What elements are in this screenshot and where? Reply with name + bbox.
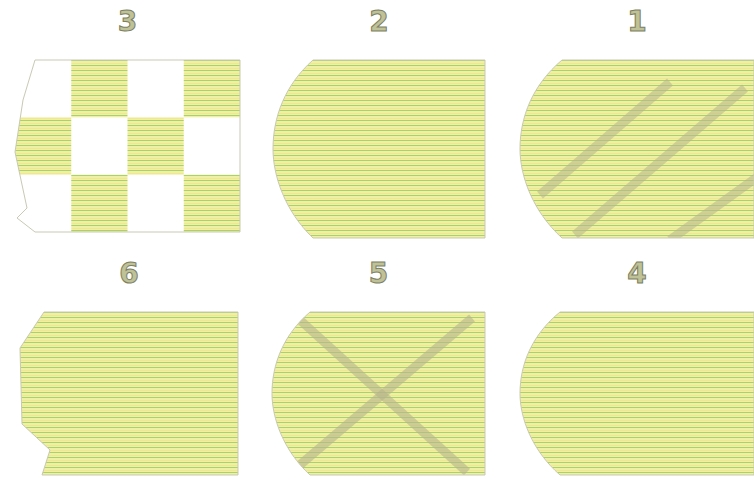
- flag-outline: [520, 60, 754, 238]
- flag-shape: 5: [272, 312, 485, 475]
- flag-shape: 6: [20, 312, 238, 475]
- flag-outline: [273, 60, 485, 238]
- diagonal-stripe: [670, 175, 754, 240]
- diagonal-stripe: [540, 82, 670, 195]
- flag-outline: [272, 312, 485, 475]
- flag-outline: [520, 312, 754, 475]
- flag-shape: 2: [273, 60, 485, 238]
- flag-number: 5: [369, 257, 388, 291]
- flag-number: 1: [627, 5, 646, 39]
- flag-number: 6: [119, 257, 138, 291]
- flag-number: 3: [118, 5, 137, 39]
- flag-shape: 1: [520, 60, 754, 238]
- checker-square: [184, 175, 240, 232]
- flag-outline: [15, 60, 240, 232]
- flag-shape: 4: [520, 312, 754, 475]
- checker-square: [184, 60, 240, 117]
- cross-stripe: [294, 318, 472, 470]
- diagonal-stripe: [575, 88, 745, 235]
- checker-square: [71, 175, 127, 232]
- checker-square: [128, 117, 184, 174]
- flag-shape: 3: [15, 60, 240, 232]
- flag-number: 4: [627, 257, 646, 291]
- checker-square: [15, 117, 71, 174]
- checker-square: [71, 60, 127, 117]
- flag-number: 2: [369, 5, 388, 39]
- flag-outline: [20, 312, 238, 475]
